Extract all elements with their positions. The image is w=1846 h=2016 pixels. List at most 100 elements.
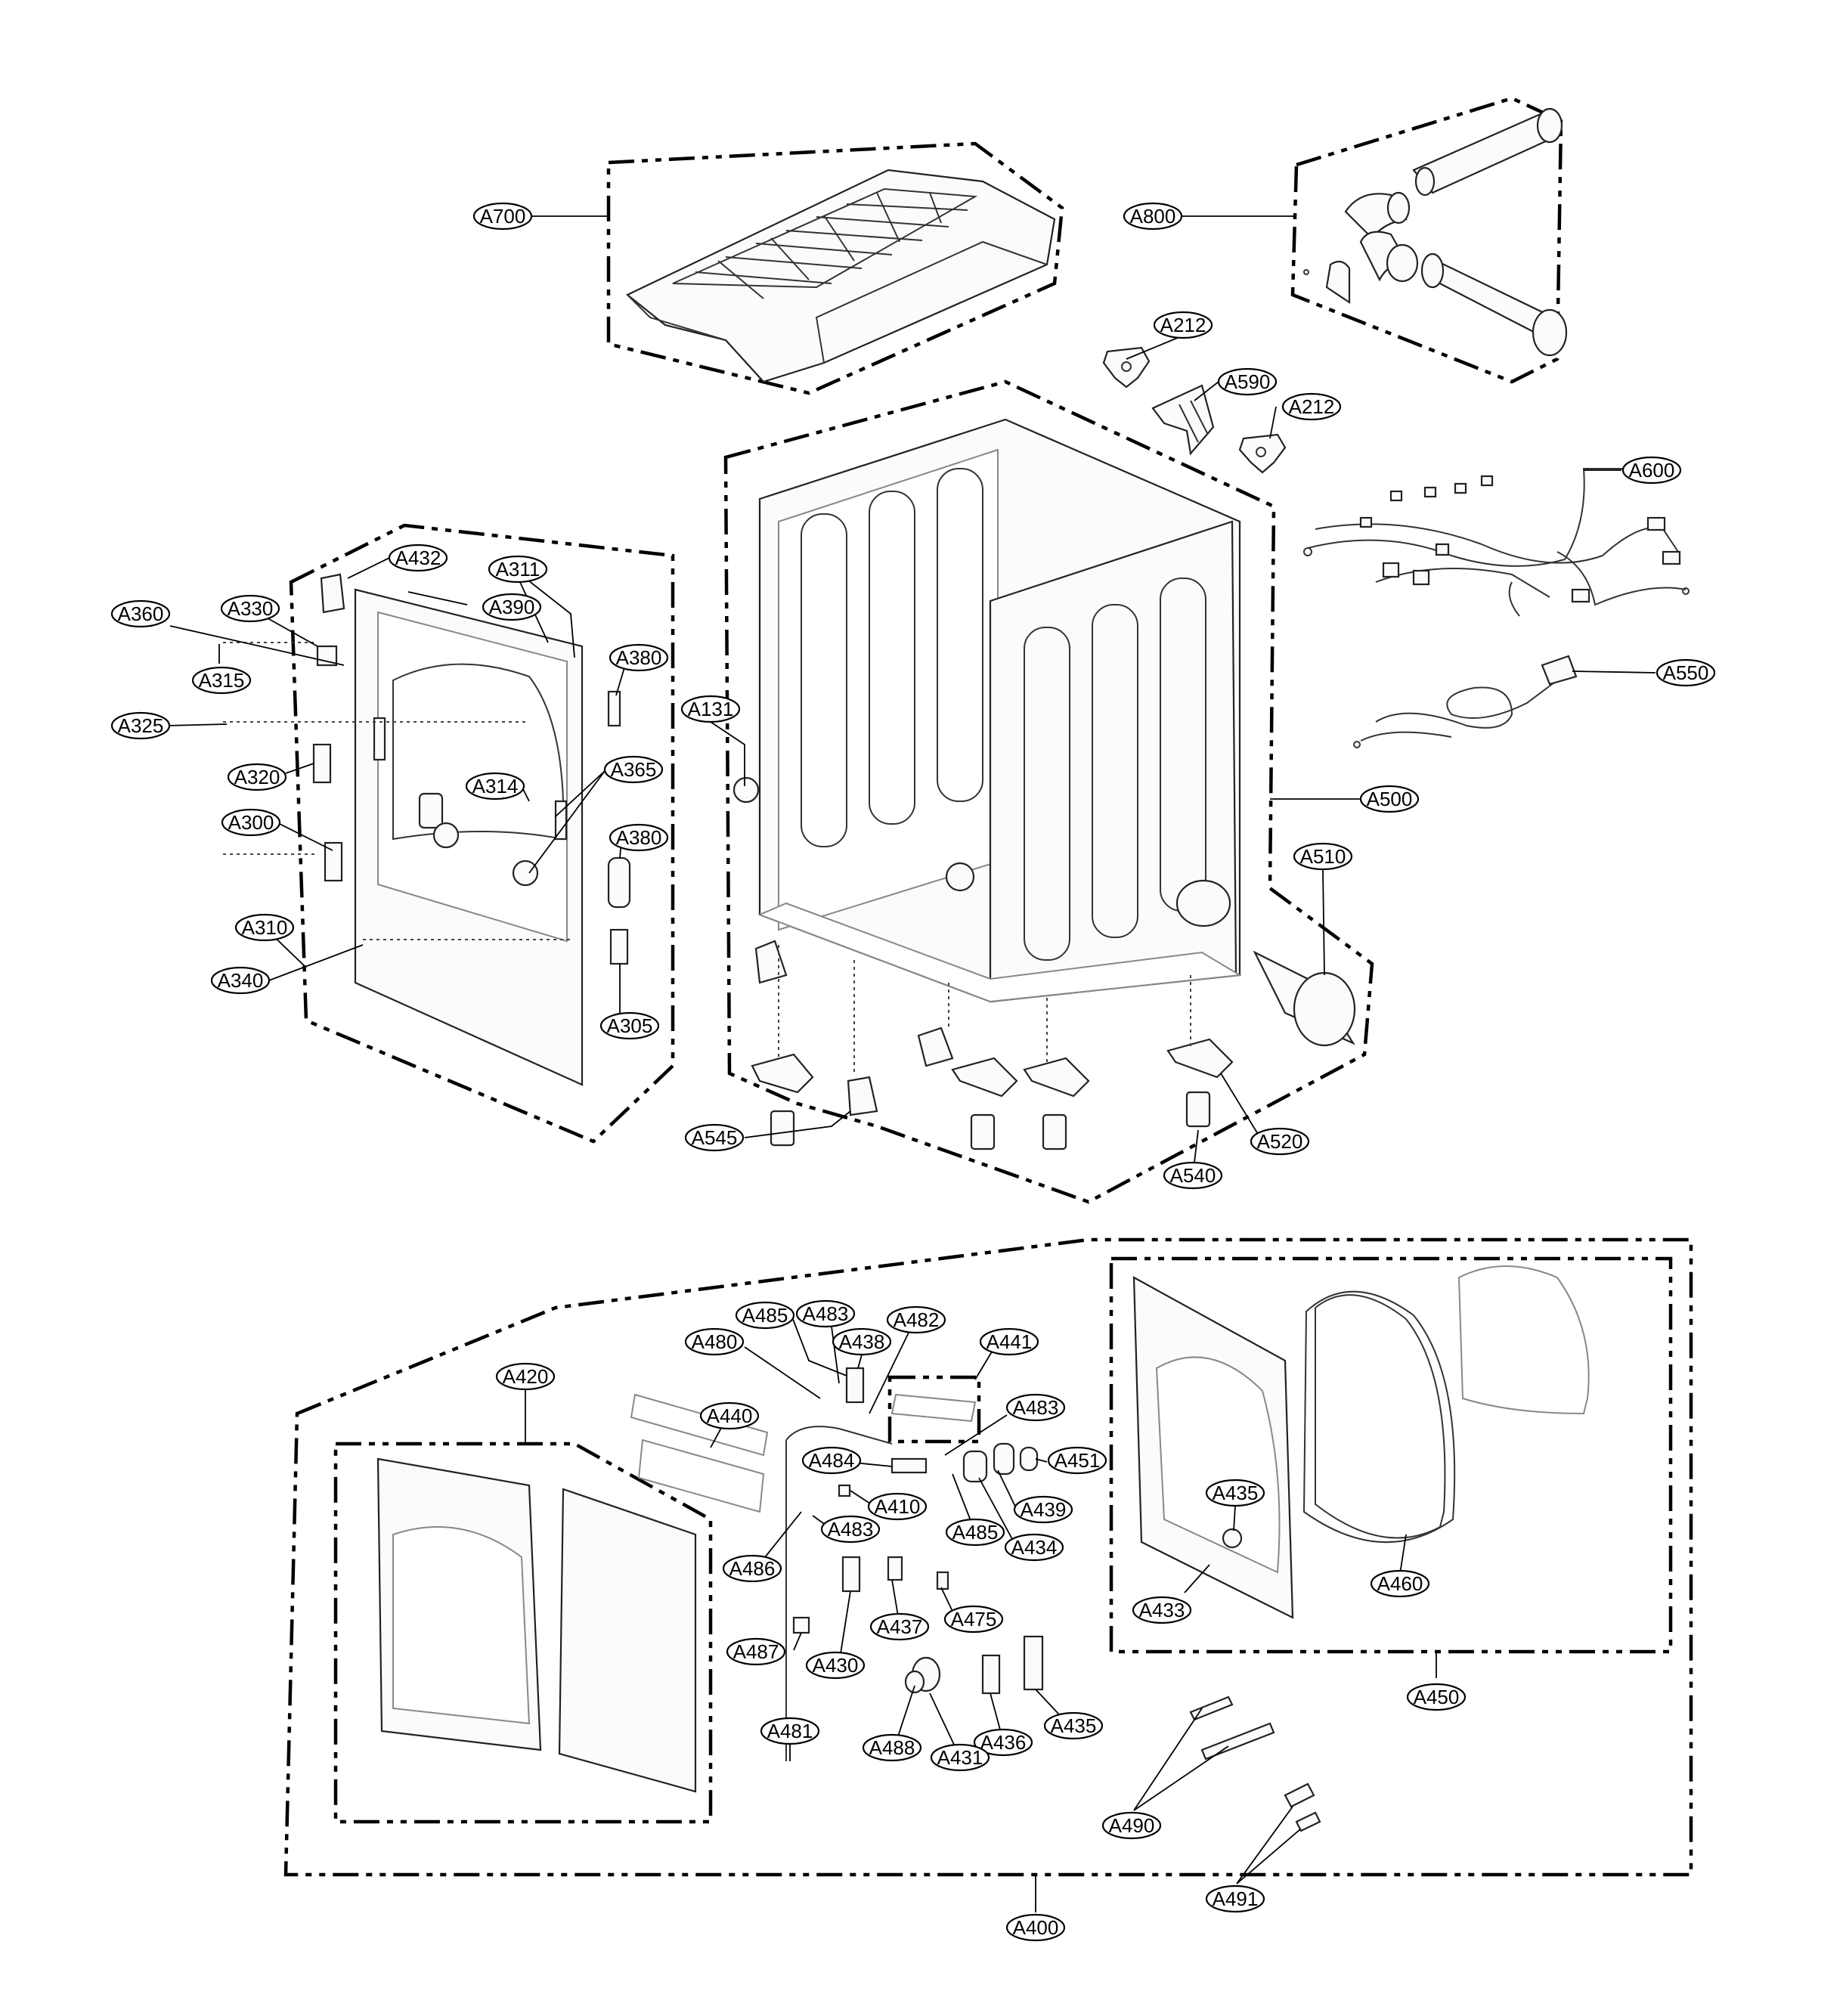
callout-a545: A545 (684, 1123, 745, 1152)
callout-a340: A340 (210, 966, 271, 995)
callout-a485: A485 (945, 1518, 1005, 1547)
svg-text:A320: A320 (234, 766, 280, 788)
callout-a212: A212 (1281, 392, 1342, 421)
svg-text:A700: A700 (480, 205, 526, 228)
callout-a330: A330 (220, 594, 280, 623)
callout-a491: A491 (1205, 1884, 1265, 1913)
svg-text:A440: A440 (707, 1404, 753, 1427)
callout-a590: A590 (1217, 367, 1278, 396)
callout-a488: A488 (862, 1733, 922, 1762)
callout-a800: A800 (1123, 202, 1183, 231)
svg-text:A484: A484 (809, 1449, 855, 1472)
svg-text:A433: A433 (1139, 1599, 1185, 1621)
callout-a451: A451 (1047, 1446, 1107, 1475)
svg-text:A435: A435 (1051, 1714, 1097, 1737)
callout-a483: A483 (1005, 1393, 1066, 1422)
svg-text:A475: A475 (951, 1608, 997, 1630)
callout-a315: A315 (191, 666, 252, 695)
svg-text:A483: A483 (828, 1518, 874, 1541)
boundary-a400 (283, 1237, 1693, 1877)
boundary-a420 (333, 1442, 713, 1824)
callout-a410: A410 (867, 1492, 928, 1521)
svg-text:A550: A550 (1663, 661, 1709, 684)
svg-text:A485: A485 (952, 1521, 999, 1544)
callout-a305: A305 (599, 1011, 660, 1040)
svg-text:A600: A600 (1629, 459, 1675, 482)
svg-text:A434: A434 (1011, 1536, 1058, 1559)
callout-a460: A460 (1370, 1569, 1430, 1598)
svg-text:A400: A400 (1013, 1916, 1059, 1939)
callout-a438: A438 (832, 1327, 892, 1356)
callout-a325: A325 (110, 711, 171, 740)
svg-text:A300: A300 (228, 811, 274, 834)
callout-a437: A437 (869, 1612, 930, 1641)
svg-text:A390: A390 (489, 596, 535, 618)
svg-text:A435: A435 (1213, 1482, 1259, 1504)
callout-a365: A365 (603, 755, 664, 784)
svg-text:A460: A460 (1377, 1572, 1423, 1595)
callout-a300: A300 (221, 808, 281, 837)
wire-harness-part (1303, 468, 1690, 617)
callout-a520: A520 (1250, 1127, 1310, 1156)
svg-text:A310: A310 (242, 916, 288, 939)
callout-a483: A483 (820, 1515, 881, 1544)
svg-text:A311: A311 (496, 558, 540, 581)
callout-a380: A380 (609, 643, 669, 672)
cabinet-part (733, 418, 1243, 1003)
svg-text:A510: A510 (1300, 845, 1346, 868)
callout-a436: A436 (973, 1728, 1033, 1757)
callout-a490: A490 (1101, 1811, 1162, 1840)
svg-text:A420: A420 (503, 1365, 549, 1388)
svg-text:A212: A212 (1289, 395, 1335, 418)
leveling-feet-parts (751, 940, 1234, 1150)
callout-a432: A432 (388, 543, 448, 572)
svg-text:A485: A485 (742, 1304, 788, 1327)
duct-kit-part (1303, 107, 1568, 357)
callout-a435: A435 (1043, 1711, 1104, 1740)
callout-a131: A131 (680, 695, 741, 723)
svg-text:A480: A480 (692, 1330, 738, 1353)
callout-a700: A700 (472, 202, 533, 231)
front-panel-parts (312, 573, 631, 1086)
callout-a311: A311 (488, 555, 548, 584)
callout-a485: A485 (735, 1301, 795, 1330)
svg-text:A305: A305 (607, 1014, 653, 1037)
callout-a320: A320 (227, 763, 287, 791)
callout-a483: A483 (795, 1299, 856, 1328)
callout-a310: A310 (234, 913, 295, 942)
callout-a439: A439 (1013, 1495, 1073, 1524)
callouts: A700 A800 A212 A590 A212 A600 A550 A500 … (110, 202, 1716, 1942)
callout-a441: A441 (979, 1327, 1039, 1356)
svg-text:A437: A437 (877, 1615, 923, 1638)
door-parts (376, 1457, 697, 1793)
callout-a481: A481 (760, 1717, 820, 1745)
svg-text:A325: A325 (118, 714, 164, 737)
svg-text:A131: A131 (688, 698, 734, 720)
svg-text:A450: A450 (1414, 1686, 1460, 1708)
group-boundaries (283, 96, 1693, 1877)
svg-text:A488: A488 (869, 1736, 915, 1759)
callout-a390: A390 (482, 593, 542, 621)
svg-text:A520: A520 (1257, 1130, 1303, 1153)
svg-text:A441: A441 (986, 1330, 1033, 1353)
callout-a540: A540 (1163, 1161, 1223, 1190)
callout-a400: A400 (1005, 1913, 1066, 1942)
callout-a475: A475 (943, 1605, 1004, 1634)
callout-a314: A314 (465, 772, 525, 801)
svg-text:A483: A483 (803, 1302, 849, 1325)
power-cord-part (1353, 655, 1578, 748)
svg-text:A487: A487 (733, 1640, 779, 1663)
callout-a440: A440 (699, 1401, 760, 1430)
callout-a510: A510 (1293, 842, 1353, 871)
svg-text:A438: A438 (839, 1330, 885, 1353)
svg-text:A212: A212 (1160, 314, 1206, 336)
svg-text:A360: A360 (118, 602, 164, 625)
callout-a430: A430 (805, 1651, 866, 1680)
svg-text:A500: A500 (1367, 788, 1413, 810)
boundary-a450 (1109, 1256, 1673, 1654)
callout-a450: A450 (1406, 1683, 1467, 1711)
screw-parts (1189, 1695, 1321, 1832)
callout-a600: A600 (1621, 456, 1682, 485)
callout-a486: A486 (722, 1554, 782, 1583)
